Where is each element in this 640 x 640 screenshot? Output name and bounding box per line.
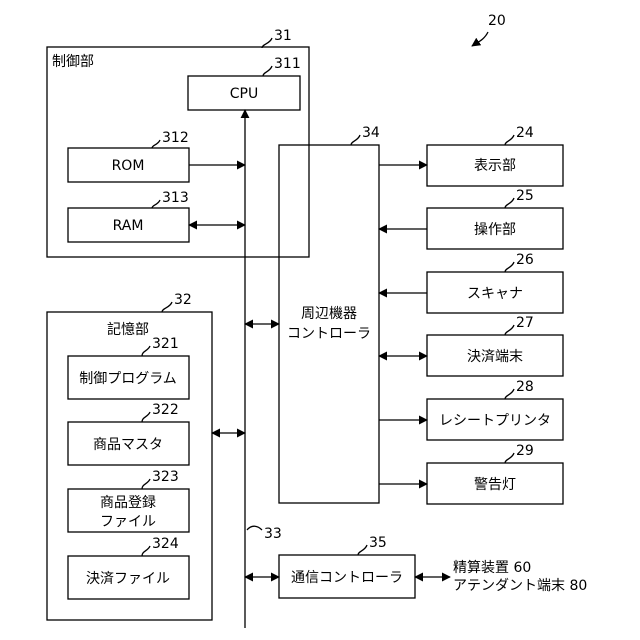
scanner-ref: 26 xyxy=(516,252,534,268)
product-registration-file-ref-leader xyxy=(142,479,150,489)
peripheral-controller-line2: コントローラ xyxy=(287,326,371,342)
operation-unit-ref: 25 xyxy=(516,188,534,204)
ram-ref-leader xyxy=(152,200,160,208)
operation-unit-label: 操作部 xyxy=(474,222,516,238)
control-unit-ref: 31 xyxy=(274,28,292,44)
ram-label: RAM xyxy=(113,218,144,234)
control-program-ref: 321 xyxy=(152,336,179,352)
cpu-ref-leader xyxy=(263,66,272,76)
warning-light-ref-leader xyxy=(505,453,514,463)
scanner-label: スキャナ xyxy=(467,286,523,302)
control-unit-box xyxy=(47,47,309,257)
peripheral-controller-ref-leader xyxy=(351,135,360,145)
rom-label: ROM xyxy=(112,158,145,174)
scanner-ref-leader xyxy=(505,262,514,272)
display-unit-label: 表示部 xyxy=(474,158,516,174)
peripheral-controller-ref: 34 xyxy=(362,125,380,141)
product-master-ref: 322 xyxy=(152,402,179,418)
payment-file-label: 決済ファイル xyxy=(86,571,170,587)
receipt-printer-ref-leader xyxy=(505,389,514,399)
bus-ref: 33 xyxy=(264,526,282,542)
external-line1: 精算装置 60 xyxy=(453,560,531,576)
storage-unit-ref-leader xyxy=(162,302,172,312)
cpu-ref: 311 xyxy=(274,56,301,72)
comm-controller-label: 通信コントローラ xyxy=(291,570,403,586)
product-registration-file-line1: 商品登録 xyxy=(100,495,156,511)
control-unit-label: 制御部 xyxy=(52,54,94,70)
payment-terminal-ref: 27 xyxy=(516,315,534,331)
payment-file-ref: 324 xyxy=(152,536,179,552)
figure-ref-arrow xyxy=(472,32,488,46)
warning-light-label: 警告灯 xyxy=(474,477,516,493)
ram-ref: 313 xyxy=(162,190,189,206)
storage-unit-label: 記憶部 xyxy=(107,321,149,338)
product-master-ref-leader xyxy=(142,412,150,422)
rom-ref: 312 xyxy=(162,130,189,146)
peripheral-controller-line1: 周辺機器 xyxy=(301,306,357,322)
payment-terminal-label: 決済端末 xyxy=(467,349,523,365)
external-line2: アテンダント端末 80 xyxy=(453,578,587,594)
display-unit-ref-leader xyxy=(505,135,514,145)
control-program-ref-leader xyxy=(142,346,150,356)
operation-unit-ref-leader xyxy=(505,198,514,208)
peripheral-controller-box xyxy=(279,145,379,503)
product-master-label: 商品マスタ xyxy=(93,437,163,453)
payment-file-ref-leader xyxy=(142,546,150,556)
display-unit-ref: 24 xyxy=(516,125,534,141)
control-program-label: 制御プログラム xyxy=(79,371,177,387)
storage-unit-ref: 32 xyxy=(174,292,192,308)
figure-ref-label: 20 xyxy=(488,13,506,29)
comm-controller-ref: 35 xyxy=(369,535,387,551)
product-registration-file-line2: ファイル xyxy=(100,514,156,530)
product-registration-file-ref: 323 xyxy=(152,469,179,485)
warning-light-ref: 29 xyxy=(516,443,534,459)
payment-terminal-ref-leader xyxy=(505,325,514,335)
comm-controller-ref-leader xyxy=(358,545,367,555)
bus-ref-leader xyxy=(247,526,262,530)
rom-ref-leader xyxy=(152,140,160,148)
receipt-printer-ref: 28 xyxy=(516,379,534,395)
cpu-label: CPU xyxy=(230,86,258,102)
receipt-printer-label: レシートプリンタ xyxy=(439,413,551,429)
